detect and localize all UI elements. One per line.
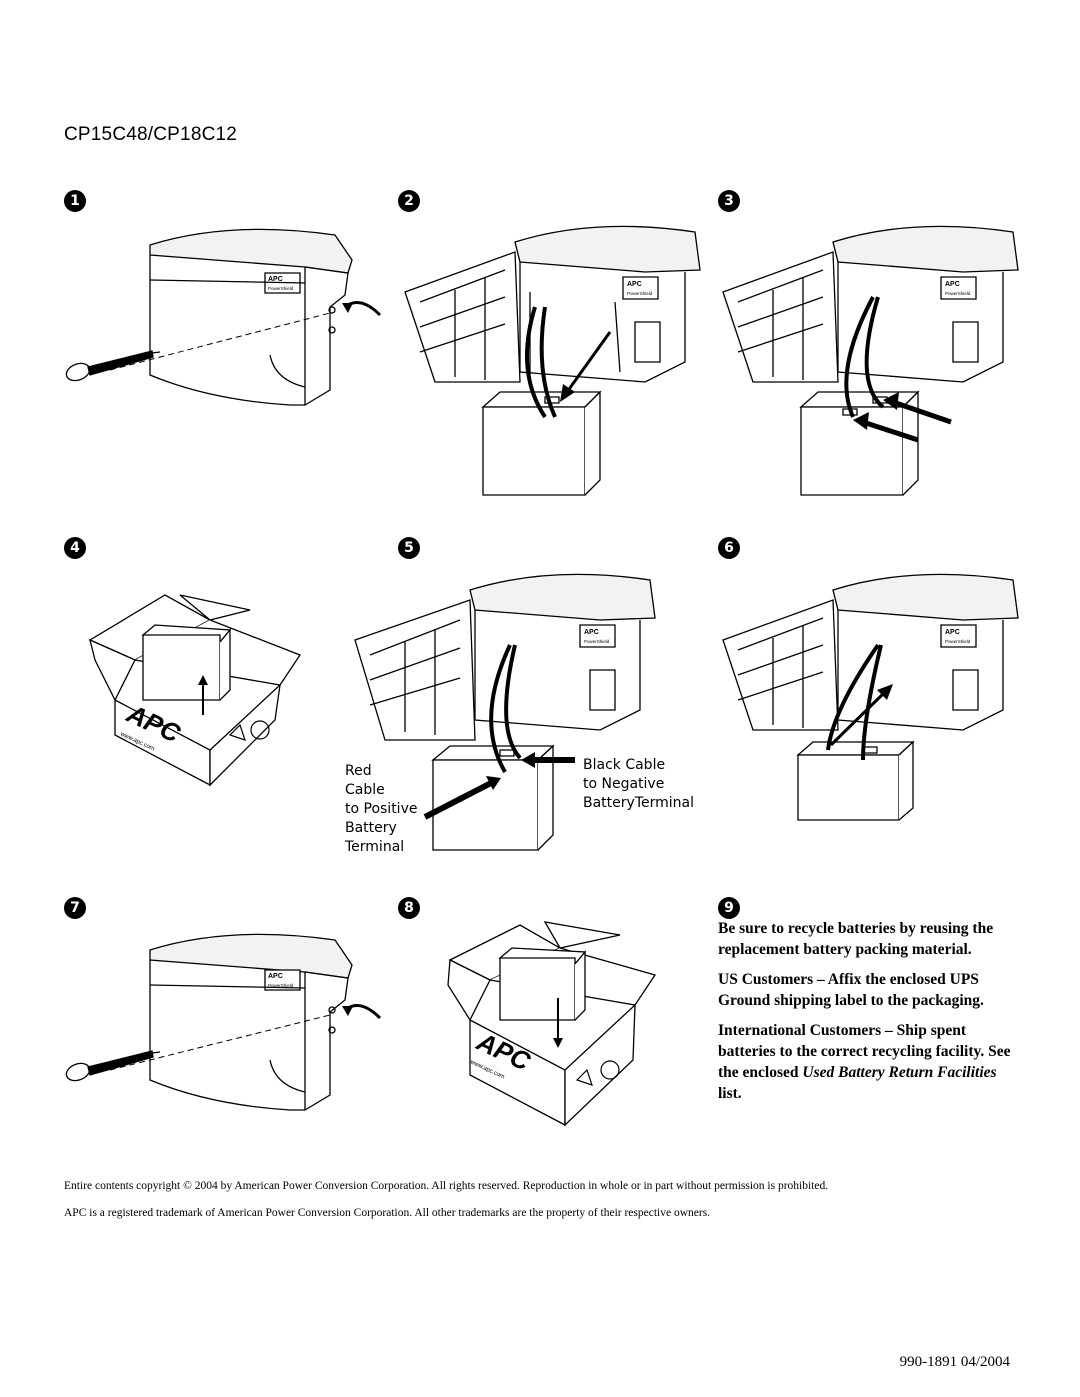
red-cable-line-4: Battery <box>345 820 397 836</box>
ups-brand-sub: PowerShield <box>627 291 653 296</box>
red-cable-line-2: Cable <box>345 782 385 798</box>
step-2-marker: 2 <box>398 190 420 212</box>
step-3-marker: 3 <box>718 190 740 212</box>
step-6-figure: APC PowerShield <box>713 560 1043 825</box>
arrow-head <box>486 776 501 790</box>
step-5-figure: APC PowerShield <box>345 560 675 855</box>
step-5-marker: 5 <box>398 537 420 559</box>
black-cable-line-2: to Negative <box>583 776 665 792</box>
battery-icon <box>143 625 230 700</box>
ups-unit-icon <box>150 934 352 1110</box>
black-cable-line-1: Black Cable <box>583 757 666 773</box>
ups-brand-logo: APC <box>268 973 283 980</box>
arrow-icon <box>893 402 951 422</box>
step-8-marker: 8 <box>398 897 420 919</box>
step-8-figure: APC www.apc.com <box>445 920 675 1140</box>
recycle-icon <box>230 725 245 740</box>
arrow-head <box>560 384 575 402</box>
ups-unit-icon <box>150 229 352 405</box>
dashed-guide-line <box>110 1015 330 1070</box>
arrow-head <box>883 392 899 410</box>
no-trash-icon <box>251 721 269 739</box>
battery-icon <box>798 742 913 820</box>
intl-tail-text: list. <box>718 1085 742 1102</box>
step-1-figure: APC PowerShield <box>60 215 390 415</box>
battery-icon <box>801 392 918 495</box>
arrow-head <box>853 412 869 430</box>
ups-brand-logo: APC <box>268 276 283 283</box>
arrow-head <box>521 752 535 768</box>
screwdriver-icon <box>64 351 160 384</box>
screwdriver-icon <box>64 1051 160 1084</box>
red-cable-label: Red Cable to Positive Battery Terminal <box>345 762 417 857</box>
step-7-marker: 7 <box>64 897 86 919</box>
curved-arrow-head <box>342 1006 353 1016</box>
document-number: 990-1891 04/2004 <box>899 1354 1010 1370</box>
black-cable-line-3: BatteryTerminal <box>583 795 694 811</box>
step-6-marker: 6 <box>718 537 740 559</box>
ups-brand-sub: PowerShield <box>945 291 971 296</box>
red-cable-line-3: to Positive <box>345 801 418 817</box>
no-trash-icon <box>601 1061 619 1079</box>
arrow-head <box>877 684 893 700</box>
ups-brand-sub: PowerShield <box>268 286 294 291</box>
ups-brand-sub: PowerShield <box>945 639 971 644</box>
recycle-icon <box>577 1070 592 1085</box>
arrow-head <box>198 675 208 685</box>
battery-icon <box>500 948 585 1020</box>
step-9-instructions: Be sure to recycle batteries by reusing … <box>718 918 1018 1113</box>
ups-unit-icon <box>355 574 655 740</box>
black-cable-label: Black Cable to Negative BatteryTerminal <box>583 756 694 813</box>
step-4-figure: APC www.apc.com <box>85 590 315 790</box>
step-2-figure: APC PowerShield <box>395 212 705 502</box>
red-cable-line-1: Red <box>345 763 372 779</box>
arrow-icon <box>863 422 918 440</box>
step-3-figure: APC PowerShield <box>713 212 1043 502</box>
us-customers-instruction: US Customers – Affix the enclosed UPS Gr… <box>718 971 984 1009</box>
copyright-notice: Entire contents copyright © 2004 by Amer… <box>64 1180 829 1192</box>
ups-unit-icon <box>723 574 1018 730</box>
curved-arrow-head <box>342 303 353 313</box>
recycle-instruction: Be sure to recycle batteries by reusing … <box>718 920 994 958</box>
arrow-icon <box>831 692 885 745</box>
document-title: CP15C48/CP18C12 <box>64 124 238 145</box>
step-9-marker: 9 <box>718 897 740 919</box>
battery-cables <box>846 297 883 417</box>
dashed-guide-line <box>110 313 330 370</box>
arrow-icon <box>567 332 610 392</box>
red-cable-line-5: Terminal <box>345 839 405 855</box>
ups-brand-sub: PowerShield <box>268 983 294 988</box>
international-customers-instruction: International Customers – Ship spent bat… <box>718 1020 1018 1104</box>
battery-icon <box>483 392 600 495</box>
step-7-figure: APC PowerShield <box>60 920 390 1120</box>
battery-cables <box>527 307 555 417</box>
ups-brand-sub: PowerShield <box>584 639 610 644</box>
ups-brand-logo: APC <box>584 629 599 636</box>
battery-cables <box>491 645 520 772</box>
intl-lead-text: International Customers – Ship spent bat… <box>718 1022 1011 1081</box>
trademark-notice: APC is a registered trademark of America… <box>64 1207 711 1219</box>
step-1-marker: 1 <box>64 190 86 212</box>
ups-unit-icon <box>405 226 700 382</box>
arrow-icon <box>425 782 493 817</box>
intl-italic-text: Used Battery Return Facilities <box>802 1064 997 1081</box>
ups-brand-logo: APC <box>945 281 960 288</box>
step-4-marker: 4 <box>64 537 86 559</box>
ups-brand-logo: APC <box>627 281 642 288</box>
ups-brand-logo: APC <box>945 629 960 636</box>
ups-unit-icon <box>723 226 1018 382</box>
arrow-head <box>553 1038 563 1048</box>
